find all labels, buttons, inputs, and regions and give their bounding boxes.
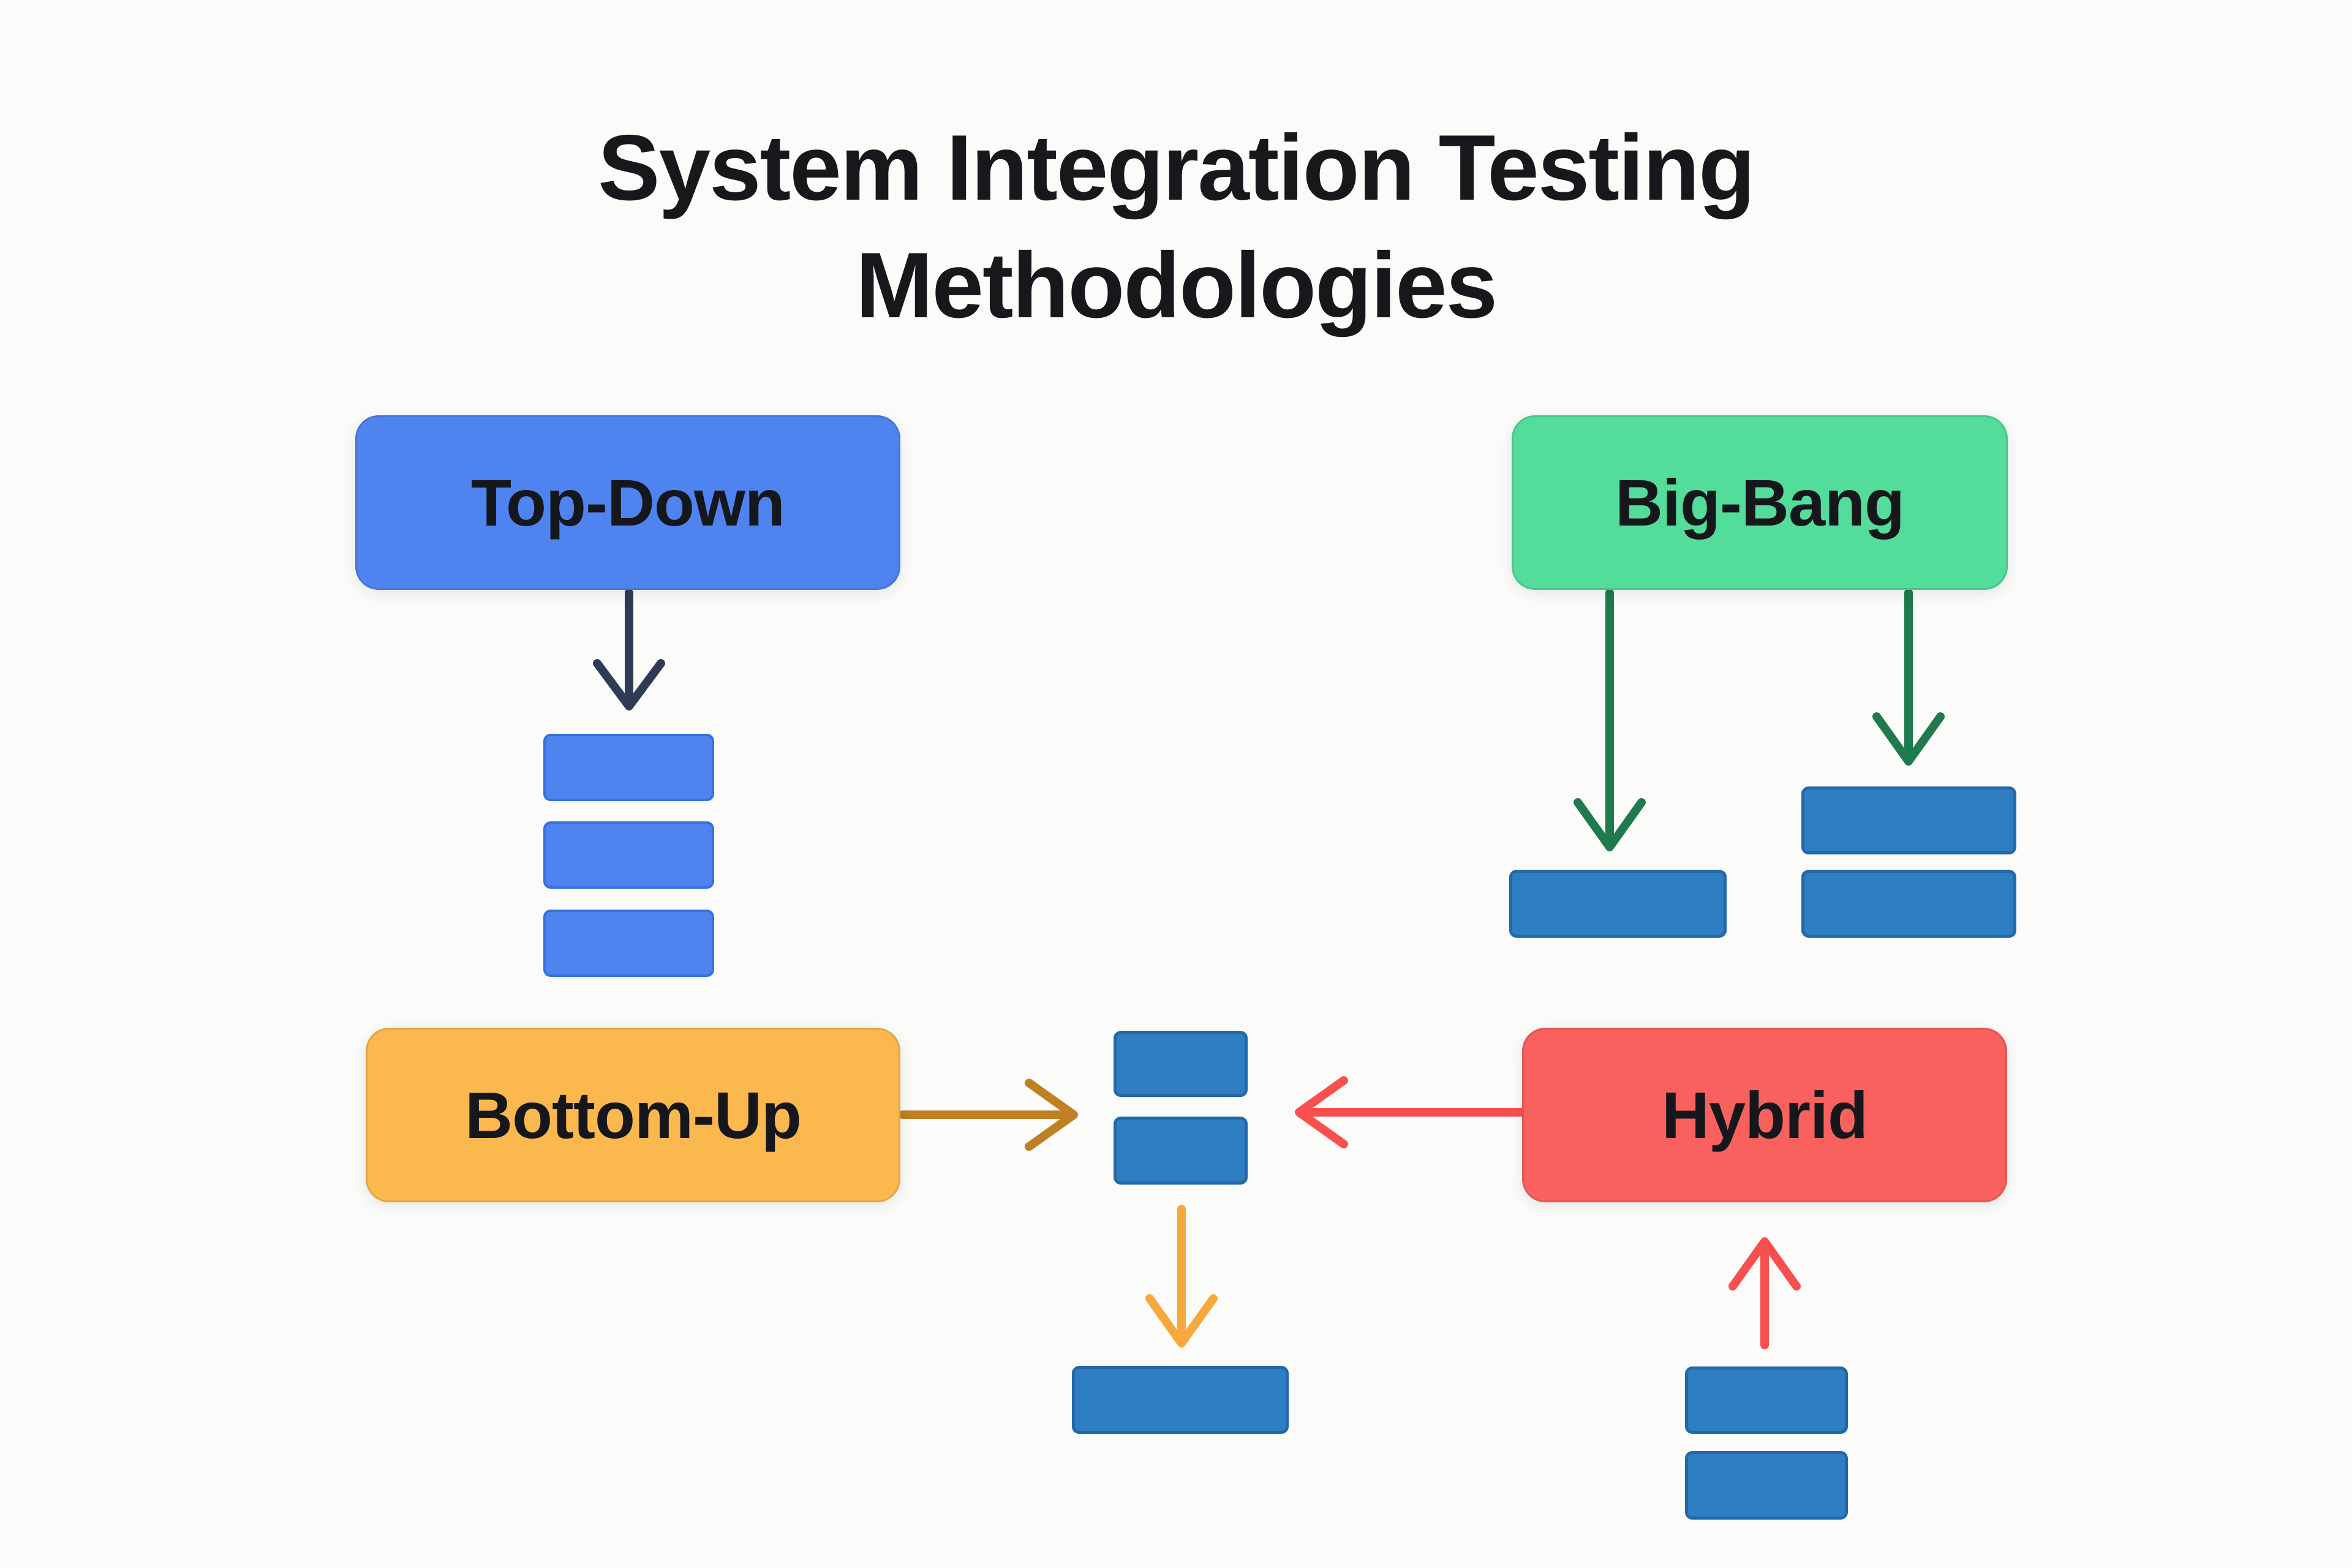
node-hybrid-label: Hybrid — [1661, 1078, 1868, 1152]
arrow-big-bang-left — [1574, 589, 1646, 851]
module-bottom-center — [1072, 1366, 1289, 1434]
node-bottom-up-label: Bottom-Up — [465, 1078, 802, 1152]
node-top-down-label: Top-Down — [471, 466, 785, 540]
module-big-bang-right-2 — [1801, 870, 2016, 938]
title-line-2: Methodologies — [855, 233, 1498, 337]
node-hybrid: Hybrid — [1522, 1028, 2007, 1202]
page-title: System Integration Testing Methodologies — [0, 109, 2352, 344]
arrow-bottom-up-to-center — [899, 1079, 1078, 1151]
node-top-down: Top-Down — [355, 415, 900, 590]
node-big-bang-label: Big-Bang — [1615, 466, 1905, 540]
module-big-bang-right-1 — [1801, 786, 2016, 854]
node-bottom-up: Bottom-Up — [366, 1028, 900, 1202]
arrow-big-bang-right — [1872, 589, 1945, 766]
arrow-center-down — [1145, 1205, 1218, 1348]
arrow-top-down-to-modules — [593, 589, 665, 710]
module-top-down-1 — [543, 734, 714, 801]
module-top-down-3 — [543, 910, 714, 977]
module-center-2 — [1114, 1117, 1248, 1185]
module-hybrid-1 — [1685, 1366, 1848, 1434]
module-big-bang-left — [1509, 870, 1727, 938]
module-center-1 — [1114, 1031, 1248, 1097]
node-big-bang: Big-Bang — [1512, 415, 2008, 590]
module-hybrid-2 — [1685, 1451, 1848, 1520]
arrow-modules-up-to-hybrid — [1728, 1237, 1801, 1349]
arrow-hybrid-to-center — [1295, 1076, 1525, 1148]
module-top-down-2 — [543, 821, 714, 889]
title-line-1: System Integration Testing — [598, 116, 1755, 220]
